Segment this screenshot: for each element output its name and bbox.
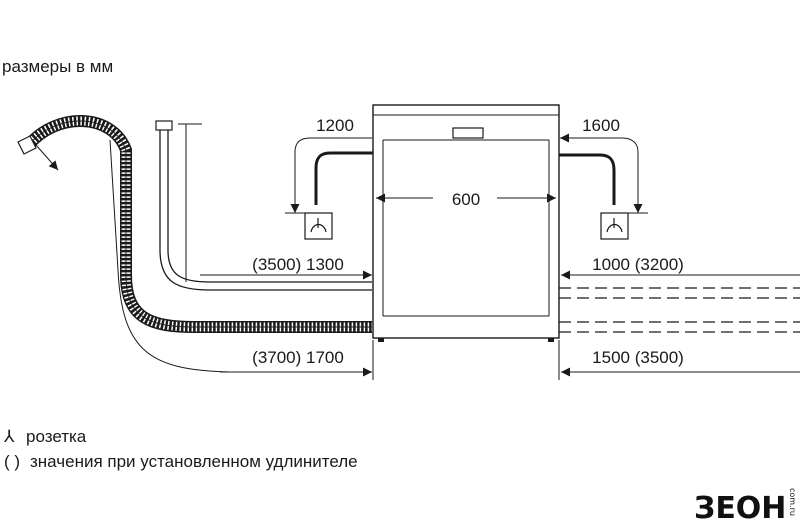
right-cord-label: 1600 — [582, 116, 620, 135]
bottom-right-dimension: 1500 (3500) — [558, 340, 800, 380]
brand-suffix: com.ru — [788, 488, 797, 516]
outer-arc — [109, 139, 372, 373]
inlet-hose — [155, 120, 372, 291]
water-label: 1000 (3200) — [592, 255, 684, 274]
bottom-right-label: 1500 (3500) — [592, 348, 684, 367]
units-caption: размеры в мм — [2, 57, 113, 76]
left-power-cord: 1200 — [285, 116, 373, 240]
dishwasher-body — [372, 104, 560, 342]
drain-dimension: (3500) 1300 — [200, 255, 372, 280]
right-power-cord: 1600 — [559, 116, 648, 240]
drain-label: (3500) 1300 — [252, 255, 344, 274]
socket-legend-label: розетка — [26, 427, 87, 446]
paren-legend-label: значения при установленном удлинителе — [30, 452, 358, 471]
left-cord-label: 1200 — [316, 116, 354, 135]
water-dimension: 1000 (3200) — [559, 255, 800, 333]
bottom-left-label: (3700) 1700 — [252, 348, 344, 367]
drain-hose — [17, 115, 372, 333]
brand-text: ЗЕОН — [694, 491, 786, 526]
width-label: 600 — [452, 190, 480, 209]
legend: ⅄ розетка ( ) значения при установленном… — [3, 427, 358, 471]
width-dimension: 600 — [376, 190, 556, 209]
brand-logo: ЗЕОН com.ru — [694, 488, 797, 526]
bottom-left-dimension: (3700) 1700 — [220, 340, 374, 380]
socket-symbol: ⅄ — [3, 427, 15, 446]
paren-symbol: ( ) — [4, 452, 20, 471]
